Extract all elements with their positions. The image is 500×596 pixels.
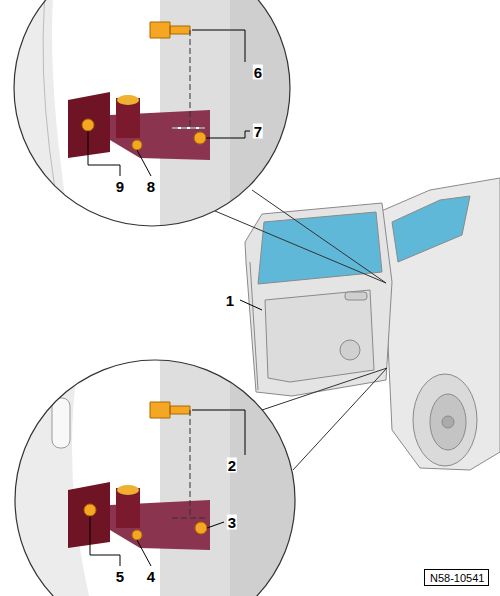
- callout-number: 9: [115, 179, 125, 194]
- car: [245, 178, 500, 470]
- lower-hinge-detail: [0, 350, 320, 596]
- callout-number: 3: [227, 515, 237, 530]
- callout-number: 1: [225, 293, 235, 308]
- callout-number: 7: [253, 124, 263, 139]
- leader-lines: [88, 30, 262, 566]
- upper-hinge-detail: [0, 0, 320, 240]
- figure-id: N58-10541: [430, 572, 483, 585]
- callout-number: 4: [146, 569, 156, 584]
- figure-id-box: N58-10541: [424, 569, 489, 586]
- callout-number: 5: [115, 569, 125, 584]
- callout-number: 8: [146, 179, 156, 194]
- callout-number: 6: [253, 65, 263, 80]
- callout-number: 2: [227, 458, 237, 473]
